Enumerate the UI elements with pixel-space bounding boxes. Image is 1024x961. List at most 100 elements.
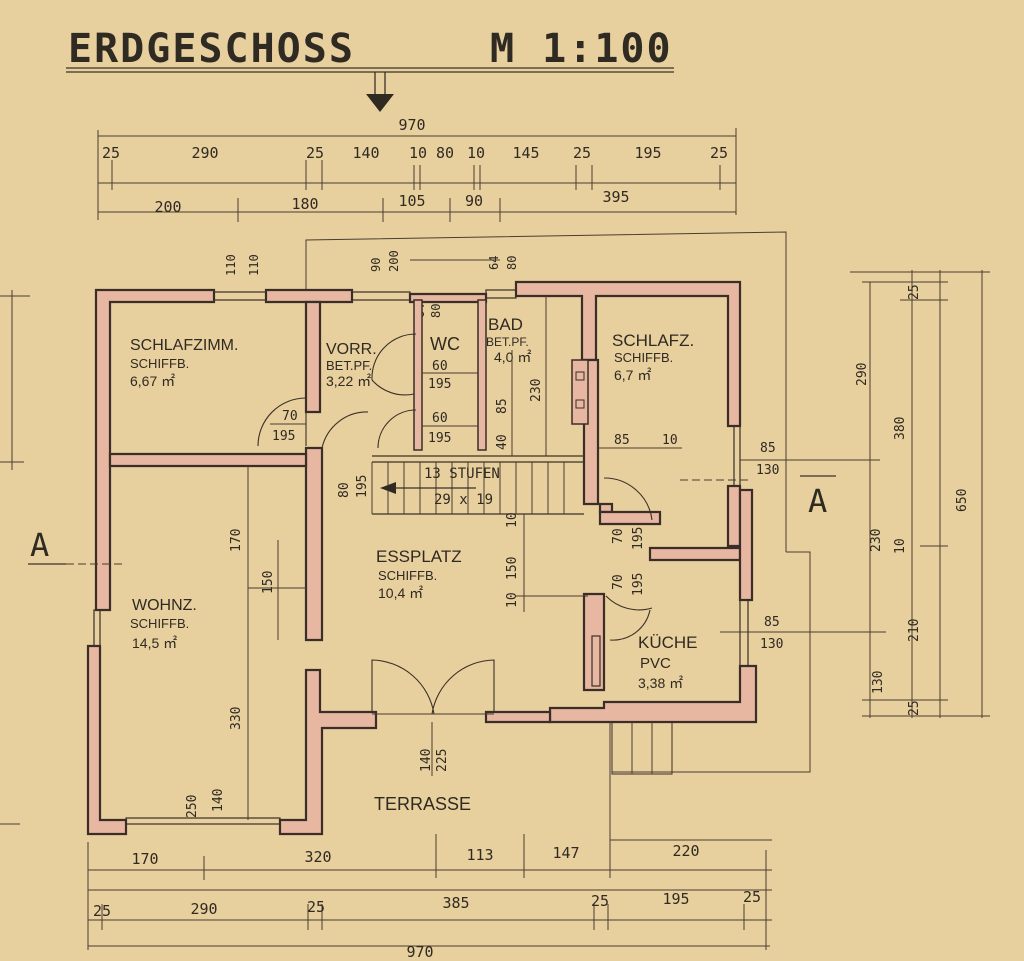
bottom-dims-row2: 25 290 25 385 25 195 25 [93,888,761,920]
svg-text:140: 140 [352,144,379,162]
room-terrasse: TERRASSE [374,794,471,814]
svg-text:195: 195 [428,377,451,392]
svg-text:195: 195 [355,475,370,498]
svg-text:90: 90 [465,192,483,210]
svg-text:25: 25 [907,284,922,300]
top-total-dim: 970 [398,116,425,134]
svg-text:195: 195 [272,429,295,444]
right-dims: 650 25 380 10 210 25 290 230 130 [855,284,970,716]
svg-text:10: 10 [467,144,485,162]
svg-text:WOHNZ.: WOHNZ. [132,597,197,614]
svg-text:230: 230 [529,379,544,402]
svg-text:395: 395 [602,188,629,206]
svg-text:90: 90 [369,258,383,272]
chimney [571,359,589,425]
svg-text:80: 80 [505,256,519,270]
svg-text:BET.PF.: BET.PF. [486,335,529,349]
svg-text:WC: WC [430,334,460,354]
svg-text:6,7 ㎡: 6,7 ㎡ [614,367,651,383]
room-bad: BAD BET.PF. 4,0 ㎡ [486,315,531,365]
svg-text:113: 113 [466,846,493,864]
svg-text:195: 195 [631,527,646,550]
svg-text:147: 147 [552,844,579,862]
svg-text:25: 25 [591,892,609,910]
svg-text:80: 80 [436,144,454,162]
room-wc: WC [430,334,460,354]
entrance-arrow-icon [366,72,394,112]
svg-text:195: 195 [662,890,689,908]
svg-text:200: 200 [154,198,181,216]
svg-text:130: 130 [760,637,783,652]
top-dims-small: 110 110 90 200 64 80 64 80 [224,250,519,318]
svg-text:80: 80 [429,304,443,318]
svg-text:105: 105 [398,192,425,210]
svg-text:385: 385 [442,894,469,912]
svg-text:10: 10 [505,512,520,528]
svg-text:320: 320 [304,848,331,866]
svg-text:140: 140 [419,749,434,772]
svg-text:70: 70 [282,409,298,424]
stairs [371,455,584,515]
svg-text:A: A [808,482,827,520]
left-edge-dims [0,290,30,825]
room-schlafzimmer: SCHLAFZIMM. SCHIFFB. 6,67 ㎡ [130,337,238,389]
top-dims-row1: 25 290 25 140 10 80 10 145 25 195 25 [102,144,728,162]
svg-text:290: 290 [190,900,217,918]
svg-text:225: 225 [435,749,450,772]
svg-text:180: 180 [291,195,318,213]
svg-text:25: 25 [907,700,922,716]
svg-text:3,38 ㎡: 3,38 ㎡ [638,675,683,691]
svg-text:TERRASSE: TERRASSE [374,794,471,814]
room-vorraum: VORR. BET.PF. 3,22 ㎡ [326,341,377,389]
svg-text:110: 110 [247,254,261,276]
svg-text:85: 85 [760,441,776,456]
svg-text:195: 195 [631,573,646,596]
bottom-total-dim: 970 [406,943,433,961]
svg-text:130: 130 [871,671,886,694]
right-dimension-lines [850,270,990,718]
svg-text:10: 10 [505,592,520,608]
svg-text:SCHLAFZIMM.: SCHLAFZIMM. [130,337,238,354]
svg-text:10: 10 [893,538,908,554]
svg-text:70: 70 [611,528,626,544]
svg-text:380: 380 [893,417,908,440]
svg-text:6,67 ㎡: 6,67 ㎡ [130,373,175,389]
upper-floor-outline [305,231,811,773]
room-essplatz: ESSPLATZ SCHIFFB. 10,4 ㎡ [376,547,462,601]
svg-text:KÜCHE: KÜCHE [638,633,698,652]
svg-text:290: 290 [191,144,218,162]
plan-title: ERDGESCHOSS [68,26,355,72]
room-kueche: KÜCHE PVC 3,38 ㎡ [638,633,698,691]
svg-text:4,0 ㎡: 4,0 ㎡ [494,349,531,365]
room-wohnzimmer: WOHNZ. SCHIFFB. 14,5 ㎡ [130,597,197,651]
section-marker-right: A [680,475,836,520]
svg-text:60: 60 [432,411,448,426]
opening-dims: 70 195 60 195 60 195 85 230 40 80 195 85… [185,296,886,820]
svg-text:64: 64 [487,256,501,270]
svg-text:145: 145 [512,144,539,162]
stairs-size: 29 x 19 [434,492,493,508]
walls [86,280,758,836]
svg-text:BAD: BAD [488,315,523,334]
svg-text:25: 25 [573,144,591,162]
svg-text:210: 210 [907,619,922,642]
svg-text:230: 230 [869,529,884,552]
svg-text:150: 150 [261,571,276,594]
svg-text:330: 330 [229,707,244,730]
svg-text:40: 40 [495,434,510,450]
svg-text:10: 10 [409,144,427,162]
svg-text:25: 25 [102,144,120,162]
svg-text:SCHIFFB.: SCHIFFB. [614,350,673,365]
svg-text:SCHIFFB.: SCHIFFB. [130,616,189,631]
stairs-label: 13 STUFEN [424,466,500,482]
svg-text:150: 150 [505,557,520,580]
svg-text:14,5 ㎡: 14,5 ㎡ [132,635,177,651]
svg-text:PVC: PVC [640,655,671,672]
svg-text:85: 85 [764,615,780,630]
svg-text:SCHIFFB.: SCHIFFB. [130,356,189,371]
doors [93,289,749,825]
svg-text:290: 290 [855,363,870,386]
svg-text:ESSPLATZ: ESSPLATZ [376,547,462,566]
